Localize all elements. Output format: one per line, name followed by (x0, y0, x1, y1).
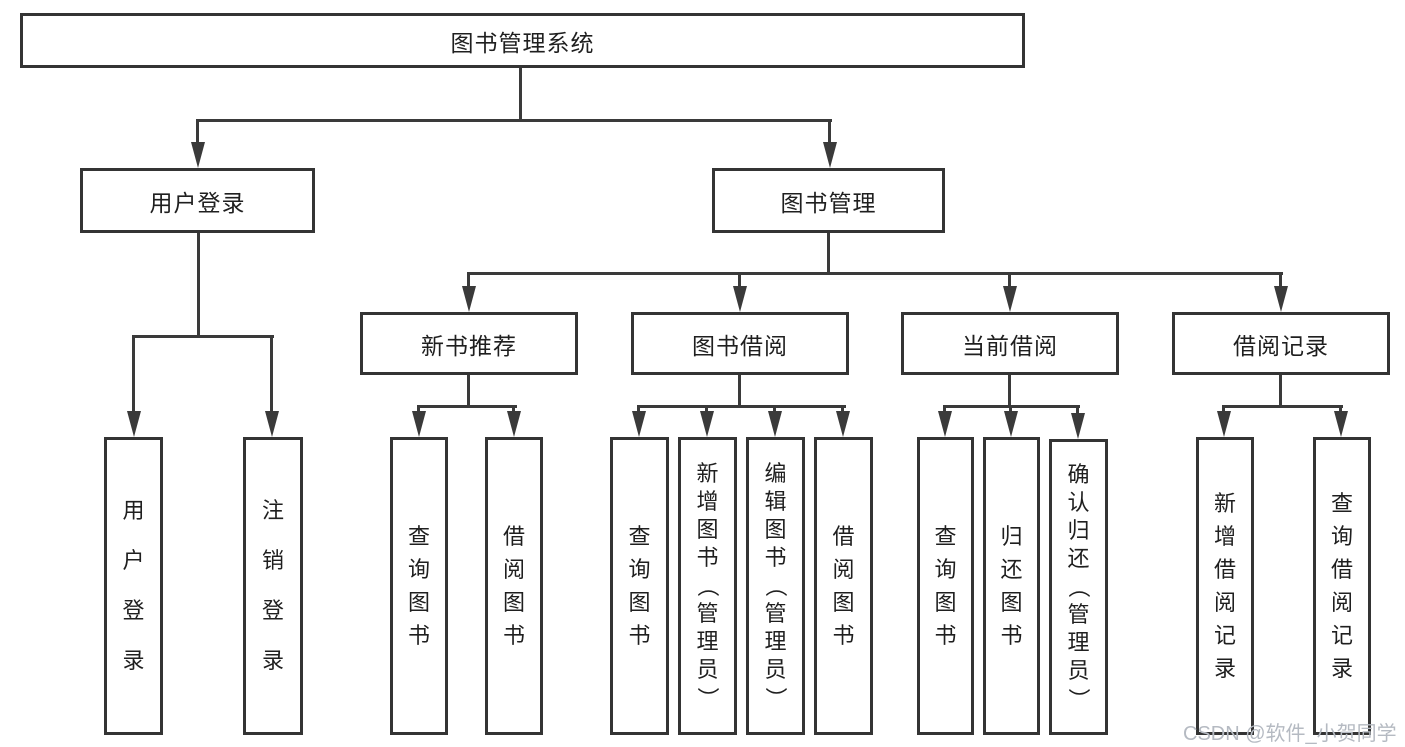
arrowhead-down-icon (733, 286, 747, 312)
arrowhead-down-icon (700, 411, 714, 437)
node-label: 新书推荐 (421, 332, 517, 359)
arrowhead-down-icon (1274, 286, 1288, 312)
node-label: 图书管理系统 (450, 29, 595, 56)
connector-line (1222, 405, 1343, 408)
leaf-query-books: 查询图书 (610, 437, 669, 735)
leaf-label: 归还图书 (1000, 524, 1023, 648)
leaf-user-login: 用户登录 (104, 437, 163, 735)
connector-line (417, 405, 517, 408)
arrowhead-down-icon (265, 411, 279, 437)
arrowhead-down-icon (127, 411, 141, 437)
node-label: 图书管理 (780, 189, 877, 216)
leaf-borrow-books: 借阅图书 (814, 437, 873, 735)
node-book-borrowing: 图书借阅 (631, 312, 849, 375)
arrowhead-down-icon (1004, 411, 1018, 437)
leaf-label: 编辑图书（管理员） (763, 461, 789, 710)
leaf-label: 查询图书 (628, 524, 651, 648)
leaf-query-borrow-record: 查询借阅记录 (1313, 437, 1371, 735)
leaf-edit-book-admin: 编辑图书（管理员） (746, 437, 805, 735)
connector-line (197, 233, 200, 338)
leaf-add-borrow-record: 新增借阅记录 (1196, 437, 1254, 735)
arrowhead-down-icon (507, 411, 521, 437)
leaf-label: 用户登录 (122, 498, 145, 673)
node-user-login: 用户登录 (80, 168, 315, 233)
connector-line (1008, 272, 1011, 290)
connector-line (467, 375, 470, 408)
connector-line (270, 335, 273, 414)
arrowhead-down-icon (1334, 411, 1348, 437)
leaf-label: 新增借阅记录 (1213, 491, 1236, 681)
leaf-confirm-return-admin: 确认归还（管理员） (1049, 439, 1108, 735)
leaf-label: 注销登录 (261, 498, 284, 673)
leaf-label: 确认归还（管理员） (1066, 462, 1092, 711)
arrowhead-down-icon (412, 411, 426, 437)
connector-line (132, 335, 274, 338)
arrowhead-down-icon (1071, 413, 1085, 439)
arrowhead-down-icon (191, 142, 205, 168)
node-label: 借阅记录 (1233, 332, 1329, 359)
connector-line (196, 119, 832, 122)
connector-line (519, 68, 522, 122)
arrowhead-down-icon (938, 411, 952, 437)
connector-line (828, 119, 831, 147)
connector-line (1008, 375, 1011, 408)
connector-line (738, 272, 741, 290)
connector-line (637, 405, 846, 408)
leaf-query-books: 查询图书 (917, 437, 974, 735)
arrowhead-down-icon (836, 411, 850, 437)
connector-line (738, 375, 741, 408)
arrowhead-down-icon (768, 411, 782, 437)
leaf-add-book-admin: 新增图书（管理员） (678, 437, 737, 735)
arrowhead-down-icon (1217, 411, 1231, 437)
connector-line (467, 272, 1283, 275)
watermark-text: CSDN @软件_小贺同学 (1183, 723, 1397, 745)
arrowhead-down-icon (823, 142, 837, 168)
leaf-logout: 注销登录 (243, 437, 303, 735)
node-label: 当前借阅 (962, 332, 1058, 359)
arrowhead-down-icon (632, 411, 646, 437)
leaf-label: 查询借阅记录 (1330, 491, 1353, 681)
node-new-book-recommendation: 新书推荐 (360, 312, 578, 375)
connector-line (467, 272, 470, 290)
leaf-label: 新增图书（管理员） (695, 461, 721, 710)
leaf-return-books: 归还图书 (983, 437, 1040, 735)
arrowhead-down-icon (462, 286, 476, 312)
leaf-label: 查询图书 (934, 524, 957, 648)
leaf-label: 借阅图书 (502, 524, 525, 648)
node-label: 图书借阅 (692, 332, 788, 359)
connector-line (827, 233, 830, 275)
node-current-borrowing: 当前借阅 (901, 312, 1119, 375)
node-borrowing-records: 借阅记录 (1172, 312, 1390, 375)
arrowhead-down-icon (1003, 286, 1017, 312)
connector-line (1279, 272, 1282, 290)
leaf-label: 查询图书 (407, 524, 430, 648)
connector-line (196, 119, 199, 147)
node-book-management-system: 图书管理系统 (20, 13, 1025, 68)
leaf-label: 借阅图书 (832, 524, 855, 648)
leaf-borrow-books: 借阅图书 (485, 437, 543, 735)
node-book-management: 图书管理 (712, 168, 945, 233)
connector-line (132, 335, 135, 414)
node-label: 用户登录 (149, 189, 246, 216)
connector-line (1279, 375, 1282, 408)
leaf-query-books: 查询图书 (390, 437, 448, 735)
connector-line (1076, 405, 1079, 417)
